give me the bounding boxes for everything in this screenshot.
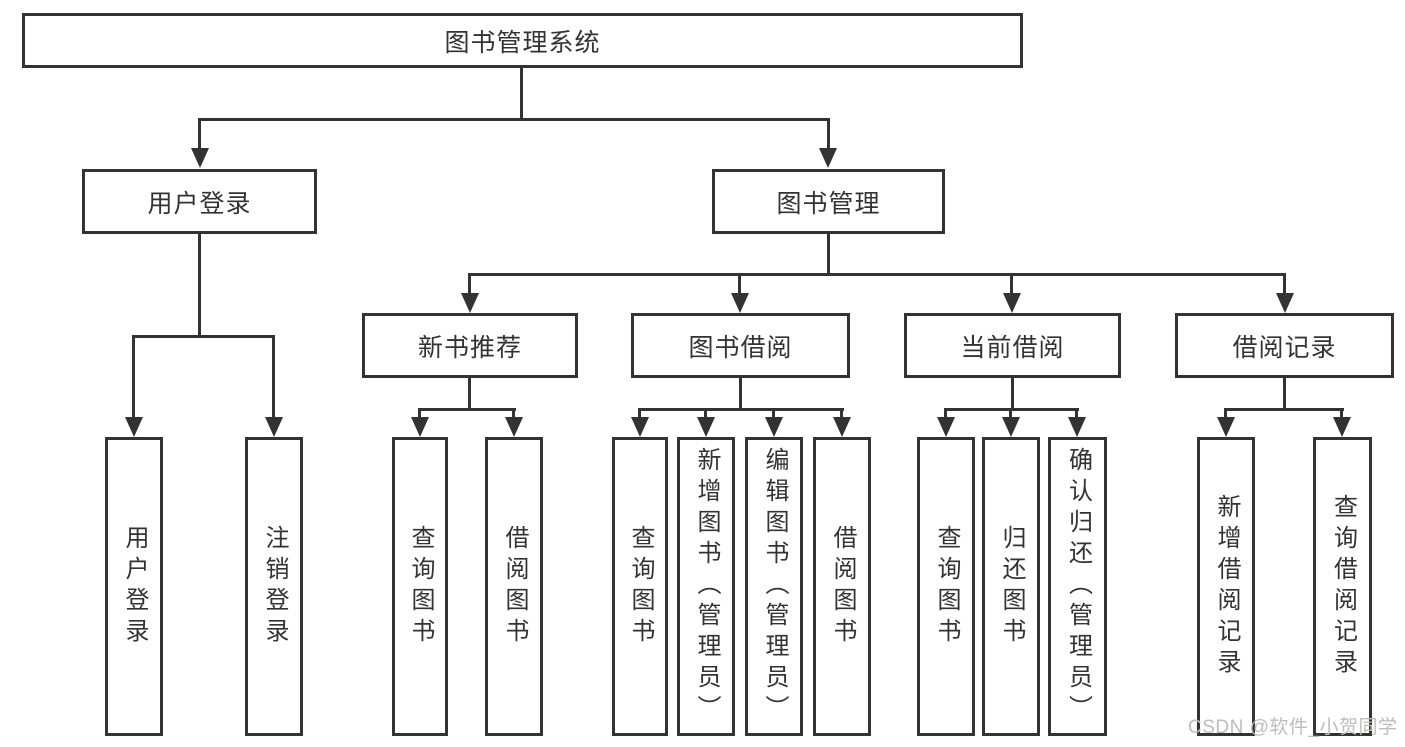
leaf-borrow-edit-books-label: 编辑图书（管理员） xyxy=(761,447,788,726)
leaf-current-confirm-return: 确认归还（管理员） xyxy=(1048,437,1107,736)
node-root-label: 图书管理系统 xyxy=(444,28,601,57)
leaf-current-return-books-label: 归还图书 xyxy=(998,524,1025,649)
leaf-new-borrow-books: 借阅图书 xyxy=(485,437,543,736)
node-borrow-records-label: 借阅记录 xyxy=(1232,333,1337,362)
leaf-user-login: 用户登录 xyxy=(105,437,163,736)
leaf-current-return-books: 归还图书 xyxy=(982,437,1040,736)
connector-line xyxy=(738,273,741,295)
connector-line xyxy=(468,378,471,411)
connector-arrowhead xyxy=(411,417,429,437)
connector-line xyxy=(638,408,641,420)
connector-arrowhead xyxy=(697,417,715,437)
leaf-records-add-record-label: 新增借阅记录 xyxy=(1213,493,1240,680)
leaf-new-borrow-books-label: 借阅图书 xyxy=(501,524,528,649)
leaf-borrow-add-books: 新增图书（管理员） xyxy=(677,437,735,736)
leaf-borrow-query-books-label: 查询图书 xyxy=(627,524,654,649)
connector-line xyxy=(638,408,844,411)
node-new-book-recommend: 新书推荐 xyxy=(362,313,578,378)
node-user-login-label: 用户登录 xyxy=(147,189,252,218)
connector-arrowhead xyxy=(937,417,955,437)
connector-arrowhead xyxy=(461,293,479,313)
node-new-book-recommend-label: 新书推荐 xyxy=(417,333,522,362)
leaf-new-query-books: 查询图书 xyxy=(392,437,448,736)
leaf-logout: 注销登录 xyxy=(245,437,303,736)
connector-line xyxy=(198,234,201,338)
connector-arrowhead xyxy=(819,148,837,168)
connector-line xyxy=(512,408,515,420)
connector-line xyxy=(418,408,421,420)
leaf-new-query-books-label: 查询图书 xyxy=(407,524,434,649)
csdn-watermark: CSDN @软件_小贺同学 xyxy=(1188,717,1398,738)
connector-line xyxy=(468,273,1286,276)
connector-line xyxy=(840,408,843,420)
connector-line xyxy=(827,234,830,276)
connector-line xyxy=(1075,408,1078,420)
leaf-records-query-record: 查询借阅记录 xyxy=(1313,437,1372,736)
connector-arrowhead xyxy=(1003,293,1021,313)
leaf-records-add-record: 新增借阅记录 xyxy=(1197,437,1255,736)
connector-arrowhead xyxy=(1333,417,1351,437)
leaf-borrow-query-books: 查询图书 xyxy=(612,437,668,736)
leaf-borrow-borrow-books-label: 借阅图书 xyxy=(829,524,856,649)
node-book-management: 图书管理 xyxy=(712,169,945,234)
connector-arrowhead xyxy=(125,417,143,437)
leaf-current-query-books-label: 查询图书 xyxy=(933,524,960,649)
leaf-logout-label: 注销登录 xyxy=(261,524,288,649)
connector-arrowhead xyxy=(1068,417,1086,437)
leaf-records-query-record-label: 查询借阅记录 xyxy=(1329,493,1357,680)
leaf-borrow-edit-books: 编辑图书（管理员） xyxy=(745,437,803,736)
node-book-management-label: 图书管理 xyxy=(776,189,881,218)
connector-line xyxy=(520,68,523,121)
node-borrow-records: 借阅记录 xyxy=(1175,313,1394,378)
connector-arrowhead xyxy=(505,417,523,437)
connector-line xyxy=(772,408,775,420)
connector-line xyxy=(827,118,830,151)
leaf-current-query-books: 查询图书 xyxy=(917,437,975,736)
connector-line xyxy=(1283,273,1286,295)
connector-line xyxy=(739,378,742,411)
connector-line xyxy=(1224,408,1227,420)
connector-line xyxy=(132,335,135,418)
leaf-borrow-borrow-books: 借阅图书 xyxy=(813,437,871,736)
connector-line xyxy=(198,118,201,151)
connector-arrowhead xyxy=(631,417,649,437)
connector-arrowhead xyxy=(1276,293,1294,313)
connector-arrowhead xyxy=(765,417,783,437)
node-root: 图书管理系统 xyxy=(22,13,1023,68)
leaf-borrow-add-books-label: 新增图书（管理员） xyxy=(693,447,720,726)
connector-arrowhead xyxy=(833,417,851,437)
connector-arrowhead xyxy=(265,417,283,437)
connector-line xyxy=(1010,273,1013,295)
node-book-borrow: 图书借阅 xyxy=(631,313,850,378)
connector-line xyxy=(418,408,516,411)
connector-arrowhead xyxy=(191,148,209,168)
connector-arrowhead xyxy=(1002,417,1020,437)
connector-arrowhead xyxy=(1217,417,1235,437)
connector-line xyxy=(198,118,830,121)
connector-line xyxy=(132,335,275,338)
connector-line xyxy=(1283,378,1286,411)
connector-line xyxy=(1009,408,1012,420)
connector-line xyxy=(1224,408,1344,411)
connector-line xyxy=(272,335,275,418)
connector-line xyxy=(704,408,707,420)
node-book-borrow-label: 图书借阅 xyxy=(688,333,793,362)
connector-line xyxy=(1340,408,1343,420)
leaf-current-confirm-return-label: 确认归还（管理员） xyxy=(1064,447,1092,726)
node-user-login: 用户登录 xyxy=(82,169,317,234)
node-current-borrow: 当前借阅 xyxy=(904,313,1121,378)
connector-line xyxy=(468,273,471,295)
leaf-user-login-label: 用户登录 xyxy=(121,524,148,649)
connector-line xyxy=(944,408,947,420)
node-current-borrow-label: 当前借阅 xyxy=(960,333,1065,362)
connector-line xyxy=(1011,378,1014,411)
connector-arrowhead xyxy=(731,293,749,313)
